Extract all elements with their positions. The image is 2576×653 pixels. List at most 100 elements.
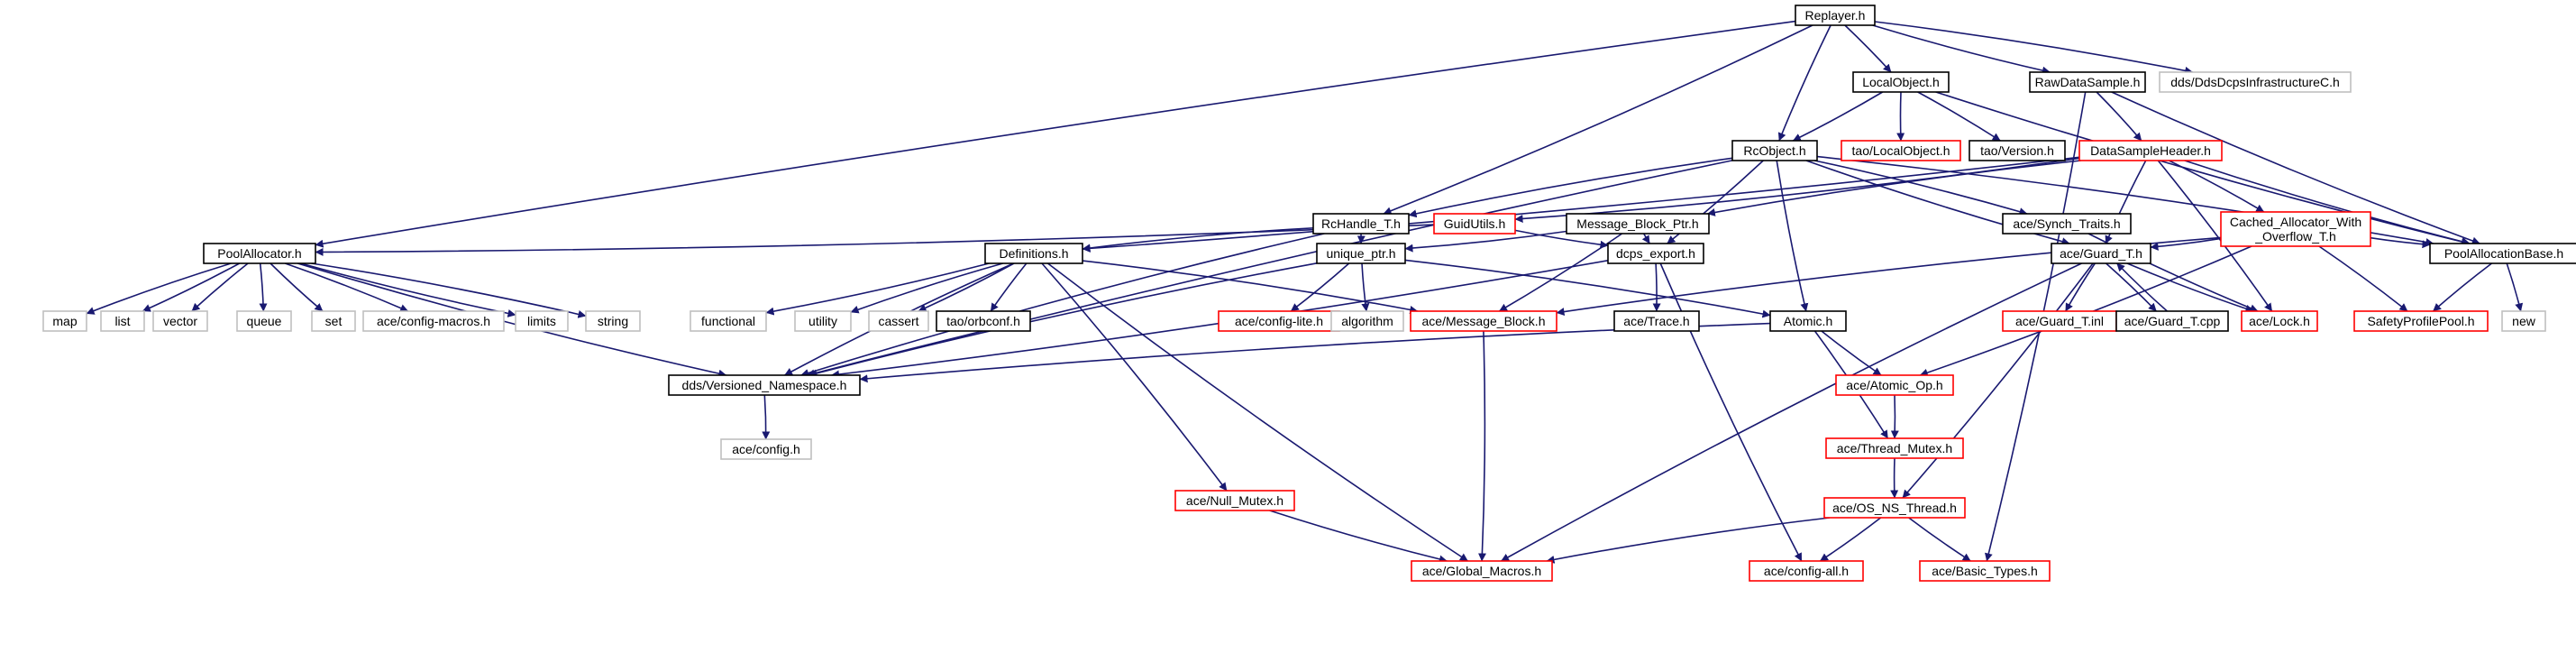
node-ace-lock[interactable]: ace/Lock.h <box>2241 310 2318 332</box>
node-ace-atomic-op[interactable]: ace/Atomic_Op.h <box>1835 374 1954 396</box>
node-datasampleheader[interactable]: DataSampleHeader.h <box>2078 140 2223 161</box>
node-ace-message-block[interactable]: ace/Message_Block.h <box>1410 310 1557 332</box>
node-ace-config-all[interactable]: ace/config-all.h <box>1749 560 1864 582</box>
node-ace-basic-types[interactable]: ace/Basic_Types.h <box>1919 560 2051 582</box>
node-config-macros: ace/config-macros.h <box>362 310 505 332</box>
node-box <box>2353 310 2489 332</box>
node-definitions[interactable]: Definitions.h <box>984 243 1083 264</box>
node-box <box>2429 243 2576 264</box>
node-synch-traits[interactable]: ace/Synch_Traits.h <box>2002 213 2132 235</box>
node-label: ace/Atomic_Op.h <box>1846 378 1942 392</box>
node-box <box>2501 310 2546 332</box>
node-tao-localobject[interactable]: tao/LocalObject.h <box>1841 140 1961 161</box>
edge-poolallocator-to-queue <box>259 262 268 312</box>
node-label: new <box>2512 314 2536 328</box>
node-map: map <box>42 310 87 332</box>
edge-poolallocator-to-string <box>311 262 587 318</box>
dependency-edges <box>86 20 2524 564</box>
edge-datasampleheader-to-cached_allocator <box>2169 160 2265 213</box>
node-box <box>1841 140 1961 161</box>
node-cached-allocator[interactable]: Cached_Allocator_With_Overflow_T.h <box>2220 211 2371 247</box>
node-label: utility <box>808 314 837 328</box>
node-ace-config-lite[interactable]: ace/config-lite.h <box>1218 310 1340 332</box>
node-poolallocator[interactable]: PoolAllocator.h <box>203 243 316 264</box>
node-ace-guard-t-inl[interactable]: ace/Guard_T.inl <box>2002 310 2117 332</box>
node-safetyprofilepool[interactable]: SafetyProfilePool.h <box>2353 310 2489 332</box>
node-vector: vector <box>152 310 208 332</box>
edge-cached_allocator-to-guard_t_h <box>2150 237 2222 251</box>
edge-unique_ptr-to-versioned_namespace <box>808 262 1318 378</box>
node-replayer-h[interactable]: Replayer.h <box>1795 5 1876 26</box>
node-box <box>868 310 929 332</box>
node-box <box>203 243 316 264</box>
node-ace-trace[interactable]: ace/Trace.h <box>1613 310 1700 332</box>
node-label: vector <box>163 314 197 328</box>
edge-poolallocator-to-limits <box>300 262 516 317</box>
node-label: tao/orbconf.h <box>946 314 1020 328</box>
node-label: RawDataSample.h <box>2035 75 2141 89</box>
node-box <box>984 243 1083 264</box>
edge-ace_os_ns_thread-to-ace_basic_types <box>1908 517 1971 562</box>
node-label: list <box>114 314 130 328</box>
edge-definitions-to-cassert <box>918 262 1015 312</box>
node-ace-thread-mutex[interactable]: ace/Thread_Mutex.h <box>1825 437 1964 459</box>
edge-localobject_h-to-tao_version <box>1917 91 2001 142</box>
node-box <box>1566 213 1710 235</box>
node-label: map <box>52 314 77 328</box>
edge-localobject_h-to-rcobject_h <box>1792 91 1884 142</box>
node-box <box>1316 243 1406 264</box>
node-guidutils[interactable]: GuidUtils.h <box>1433 213 1516 235</box>
node-label: LocalObject.h <box>1862 75 1940 89</box>
node-ace-null-mutex[interactable]: ace/Null_Mutex.h <box>1174 490 1295 511</box>
node-label: ace/Basic_Types.h <box>1932 564 2038 578</box>
node-ace-os-ns-thread[interactable]: ace/OS_NS_Thread.h <box>1823 497 1966 519</box>
node-dcps-export[interactable]: dcps_export.h <box>1607 243 1704 264</box>
node-ace-global-macros[interactable]: ace/Global_Macros.h <box>1411 560 1553 582</box>
node-box <box>2115 310 2229 332</box>
edge-datasampleheader-to-guard_t_h <box>2105 160 2147 244</box>
node-rawdatasample-h[interactable]: RawDataSample.h <box>2029 71 2146 93</box>
node-unique-ptr[interactable]: unique_ptr.h <box>1316 243 1406 264</box>
node-tao-orbconf[interactable]: tao/orbconf.h <box>936 310 1031 332</box>
node-ace-config-h: ace/config.h <box>720 438 812 460</box>
node-label: ace/Global_Macros.h <box>1422 564 1541 578</box>
edge-rcobject_h-to-atomic_h <box>1776 160 1809 312</box>
node-limits: limits <box>515 310 569 332</box>
node-dcps-infra: dds/DdsDcpsInfrastructureC.h <box>2159 71 2352 93</box>
node-message-block-ptr[interactable]: Message_Block_Ptr.h <box>1566 213 1710 235</box>
edge-rchandle_t-to-versioned_namespace <box>800 233 1325 377</box>
node-rchandle-t[interactable]: RcHandle_T.h <box>1312 213 1410 235</box>
edge-rchandle_t-to-definitions <box>1082 227 1314 253</box>
node-box <box>1825 437 1964 459</box>
node-ace-guard-t-cpp[interactable]: ace/Guard_T.cpp <box>2115 310 2229 332</box>
node-box <box>515 310 569 332</box>
node-tao-version[interactable]: tao/Version.h <box>1969 140 2066 161</box>
edge-replayer_h-to-rawdatasample_h <box>1872 24 2051 75</box>
node-box <box>1433 213 1516 235</box>
node-label: ace/config.h <box>732 442 800 456</box>
node-label: ace/Trace.h <box>1623 314 1689 328</box>
node-queue: queue <box>236 310 292 332</box>
node-localobject-h[interactable]: LocalObject.h <box>1852 71 1950 93</box>
node-string: string <box>585 310 641 332</box>
node-label: RcHandle_T.h <box>1321 216 1401 231</box>
node-cassert: cassert <box>868 310 929 332</box>
edge-poolallocationbase-to-new <box>2506 262 2524 312</box>
node-label: Message_Block_Ptr.h <box>1576 216 1698 231</box>
edge-replayer_h-to-dcps_infra <box>1874 21 2194 75</box>
edge-guard_t_h-to-ace_guard_t_cpp <box>2106 262 2157 312</box>
node-box <box>1330 310 1404 332</box>
node-versioned-namespace[interactable]: dds/Versioned_Namespace.h <box>668 374 861 396</box>
node-box <box>1769 310 1847 332</box>
node-atomic-h[interactable]: Atomic.h <box>1769 310 1847 332</box>
node-list: list <box>100 310 145 332</box>
node-box <box>1749 560 1864 582</box>
node-utility: utility <box>794 310 852 332</box>
edge-poolallocator-to-map <box>86 262 232 315</box>
node-guard-t-h[interactable]: ace/Guard_T.h <box>2051 243 2151 264</box>
node-box <box>794 310 852 332</box>
node-rcobject-h[interactable]: RcObject.h <box>1731 140 1818 161</box>
node-algorithm: algorithm <box>1330 310 1404 332</box>
node-poolallocationbase[interactable]: PoolAllocationBase.h <box>2429 243 2576 264</box>
